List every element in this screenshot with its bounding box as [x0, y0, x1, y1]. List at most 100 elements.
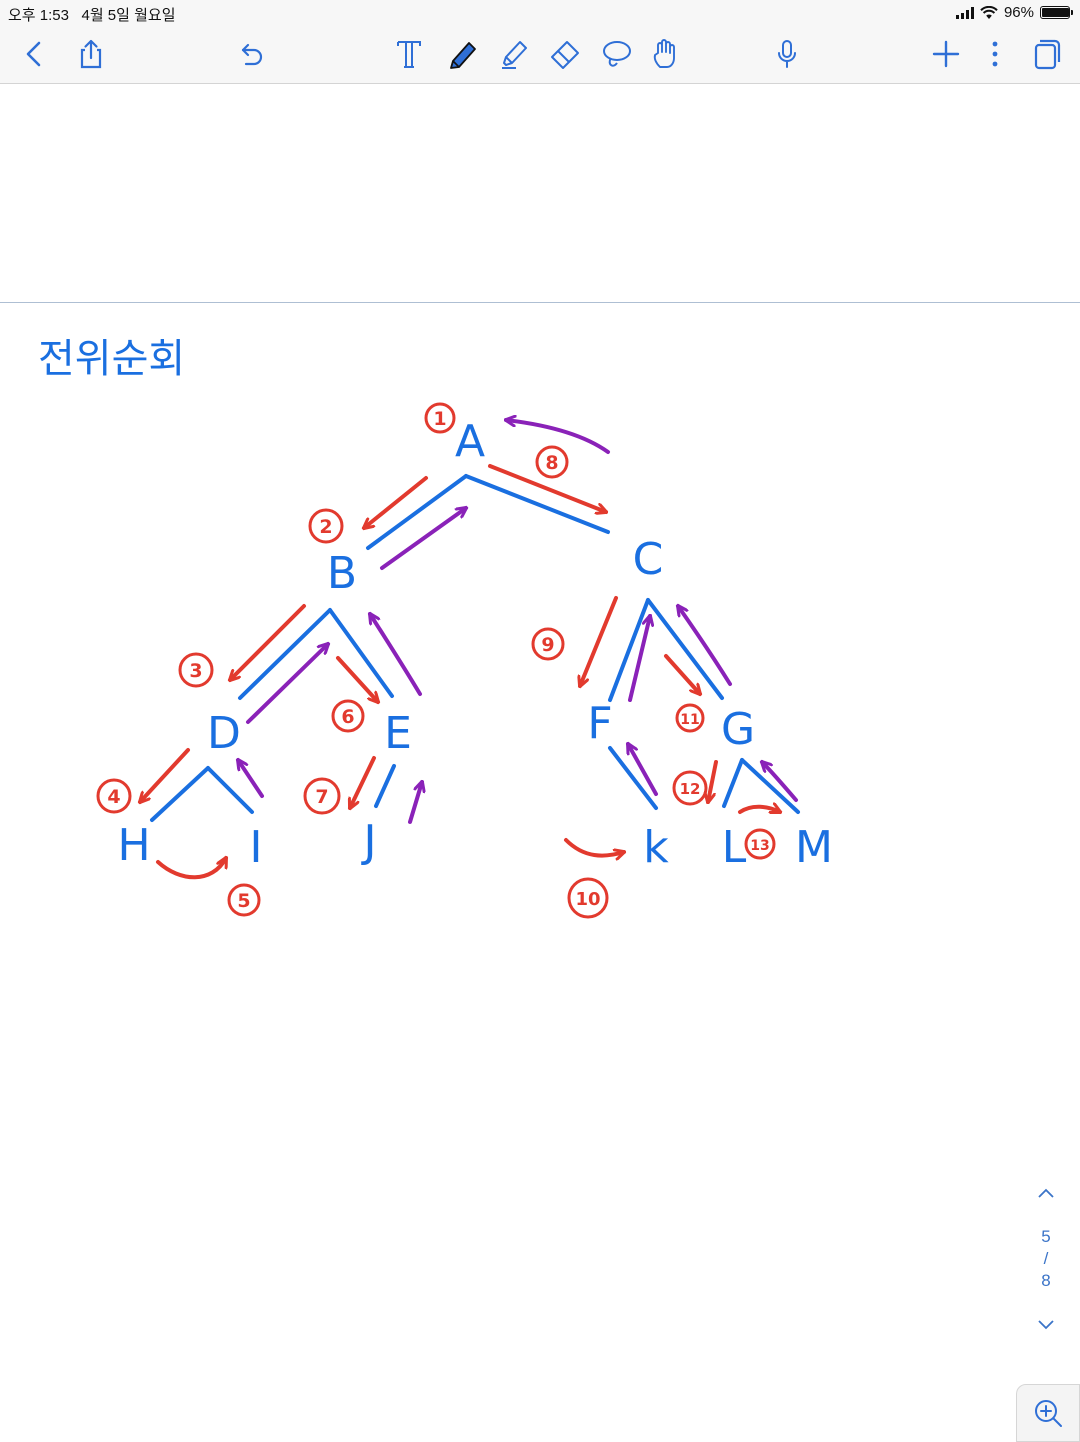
next-page-button[interactable]	[1026, 1312, 1066, 1338]
step-arrow-l-m	[738, 807, 780, 814]
node-m: M	[795, 822, 833, 873]
edge-g-l	[722, 758, 744, 808]
step-1: 1	[424, 402, 456, 434]
node-l: L	[722, 822, 747, 873]
step-7: 7	[303, 777, 341, 815]
lasso-icon	[603, 41, 631, 67]
step-arrow-f-k	[564, 838, 624, 856]
node-c: C	[633, 534, 664, 585]
cellular-signal-icon	[955, 6, 974, 19]
toolbar	[0, 26, 1080, 84]
highlighter-icon	[502, 41, 527, 69]
edge-d-i	[206, 766, 254, 814]
node-i: I	[250, 822, 263, 873]
step-arrow-d-h	[140, 748, 190, 802]
wifi-icon	[980, 5, 998, 19]
node-g: G	[721, 704, 755, 755]
back-icon	[26, 41, 41, 67]
hand-tool-button[interactable]	[646, 34, 686, 74]
status-datetime: 오후 1:53 4월 5일 월요일	[8, 4, 176, 25]
status-bar: 오후 1:53 4월 5일 월요일 96%	[0, 0, 1080, 26]
battery-icon	[1040, 6, 1073, 19]
pages-button[interactable]	[1025, 34, 1065, 74]
status-date: 4월 5일 월요일	[81, 7, 176, 24]
previous-page-button[interactable]	[1026, 1180, 1066, 1206]
step-8-label: 8	[545, 452, 558, 474]
undo-button[interactable]	[230, 34, 270, 74]
step-12-label: 12	[680, 780, 701, 798]
edge-c-g	[646, 598, 724, 700]
step-1-label: 1	[433, 408, 446, 430]
undo-icon	[241, 43, 263, 66]
text-tool-icon	[397, 41, 421, 68]
microphone-icon	[778, 40, 796, 68]
step-5: 5	[227, 883, 261, 917]
step-9: 9	[531, 627, 565, 661]
zoom-in-icon	[1035, 1400, 1062, 1427]
step-arrow-c-f	[580, 596, 618, 686]
tree-edges	[150, 474, 800, 822]
step-13-label: 13	[750, 838, 769, 854]
notebook-page[interactable]	[0, 84, 1080, 1440]
status-indicators: 96%	[955, 4, 1073, 21]
node-k: k	[643, 822, 669, 873]
step-3: 3	[178, 652, 214, 688]
edge-a-b	[366, 474, 468, 550]
pen-icon	[450, 42, 476, 69]
zoom-button[interactable]	[1016, 1384, 1080, 1442]
step-arrow-h-i	[156, 858, 228, 880]
more-icon	[992, 41, 998, 67]
hand-icon	[653, 39, 675, 68]
chevron-up-icon	[1038, 1188, 1054, 1198]
add-button[interactable]	[926, 34, 966, 74]
page-separator: /	[1043, 1249, 1049, 1268]
node-d: D	[207, 708, 241, 759]
highlighter-tool-button[interactable]	[493, 34, 533, 74]
return-arrow-m-g	[762, 762, 798, 802]
step-4-label: 4	[107, 786, 120, 808]
eraser-tool-button[interactable]	[545, 34, 585, 74]
microphone-button[interactable]	[767, 34, 807, 74]
eraser-icon	[551, 41, 579, 69]
node-a: A	[455, 416, 485, 467]
status-time: 오후 1:53	[8, 7, 69, 24]
more-button[interactable]	[975, 34, 1015, 74]
note-title: 전위순회	[38, 336, 185, 382]
step-arrows	[140, 464, 780, 880]
step-7-label: 7	[315, 786, 328, 808]
node-b: B	[327, 548, 357, 599]
return-arrow-e-b	[370, 614, 422, 696]
total-pages: 8	[1041, 1271, 1051, 1290]
pen-tool-button[interactable]	[442, 34, 482, 74]
return-arrow-c-a	[506, 420, 610, 454]
step-3-label: 3	[189, 660, 202, 682]
back-button[interactable]	[14, 34, 54, 74]
node-e: E	[384, 708, 412, 759]
step-5-label: 5	[237, 890, 250, 912]
battery-percent: 96%	[1003, 4, 1034, 21]
step-4: 4	[96, 778, 132, 814]
return-arrow-i-d	[238, 760, 264, 798]
edge-b-e	[328, 608, 394, 698]
step-labels: 1 2 3 4 5 6 7 8 9 10 11 12 13	[96, 402, 776, 919]
step-13: 13	[744, 828, 776, 860]
return-arrow-g-c	[678, 606, 732, 686]
pages-icon	[1034, 39, 1061, 70]
add-icon	[932, 40, 960, 68]
edge-b-d	[238, 608, 332, 700]
current-page: 5	[1041, 1227, 1051, 1246]
step-2-label: 2	[319, 516, 332, 538]
share-button[interactable]	[71, 34, 111, 74]
step-arrow-a-c	[488, 464, 606, 512]
text-tool-button[interactable]	[389, 34, 429, 74]
edge-e-j	[374, 764, 396, 808]
step-10-label: 10	[575, 889, 600, 910]
battery-fill	[1042, 8, 1069, 17]
node-j: J	[361, 816, 377, 867]
step-12: 12	[672, 770, 708, 806]
step-9-label: 9	[541, 634, 554, 656]
lasso-tool-button[interactable]	[596, 34, 636, 74]
edge-a-c	[464, 474, 610, 534]
return-arrow-f-c	[628, 616, 650, 702]
